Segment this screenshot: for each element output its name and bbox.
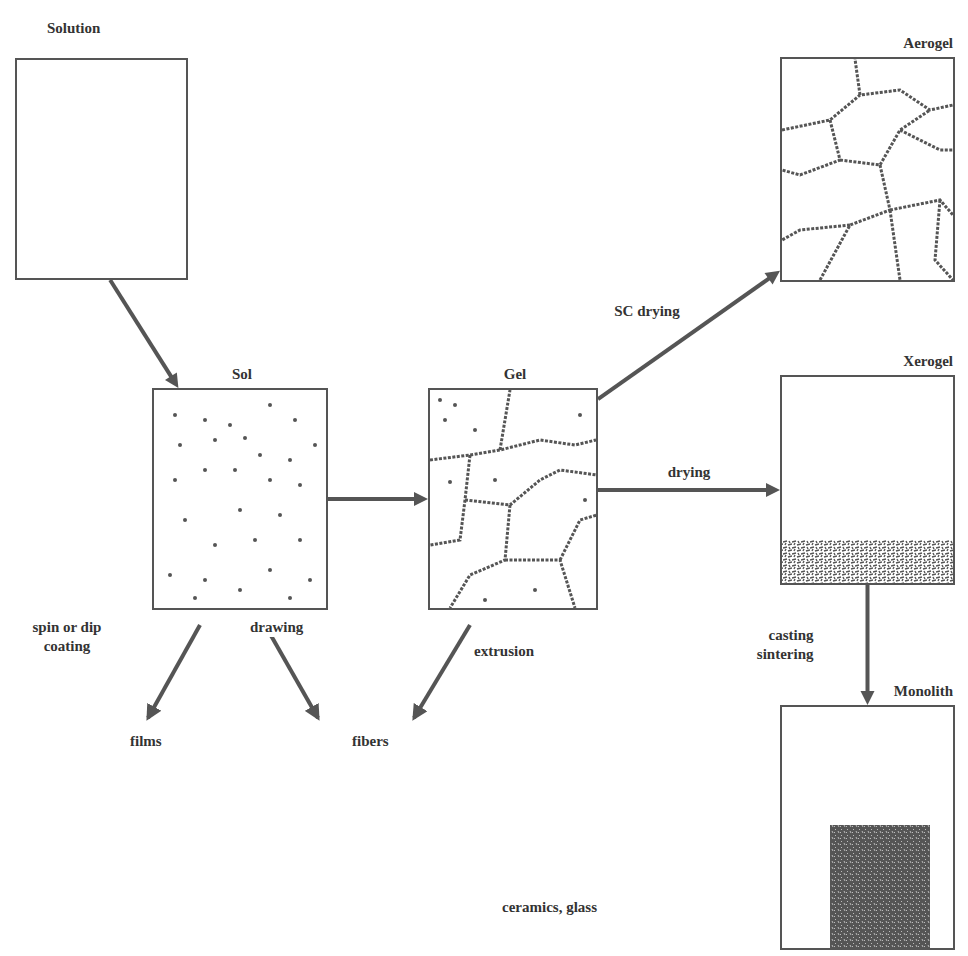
stage-box: Sol <box>152 388 328 610</box>
edge-label: casting sintering <box>740 626 816 664</box>
process-label: films <box>128 732 164 751</box>
gel-network <box>430 390 597 608</box>
process-arrow <box>598 271 780 399</box>
edge-label: drying <box>666 463 713 482</box>
stage-box: Gel <box>428 388 598 610</box>
edge-label: SC drying <box>612 302 681 321</box>
monolith-body <box>830 825 930 948</box>
stage-heading: Xerogel <box>903 353 953 370</box>
stage-box: Aerogel <box>780 57 955 282</box>
process-label: drawing <box>248 618 305 637</box>
stage-heading: Aerogel <box>903 35 953 52</box>
aerogel-network <box>782 59 953 280</box>
sol-particles <box>168 403 317 600</box>
stage-box: Solution <box>15 58 188 280</box>
process-arrow <box>328 492 428 506</box>
process-arrow <box>598 483 780 497</box>
process-arrow <box>861 585 875 705</box>
stage-box: Xerogel <box>780 375 955 585</box>
process-arrows <box>148 625 470 718</box>
stage-heading: Sol <box>232 366 252 383</box>
process-label: ceramics, glass <box>500 898 599 917</box>
xerogel-sediment <box>782 540 953 583</box>
stage-box: Monolith <box>780 705 955 950</box>
process-label: spin or dip coating <box>22 618 112 656</box>
process-arrow <box>110 280 178 388</box>
stage-heading: Monolith <box>894 683 953 700</box>
stage-heading: Gel <box>504 366 527 383</box>
process-label: extrusion <box>472 642 536 661</box>
stage-heading: Solution <box>47 20 100 37</box>
gel-particles <box>438 398 587 602</box>
process-label: fibers <box>350 732 391 751</box>
